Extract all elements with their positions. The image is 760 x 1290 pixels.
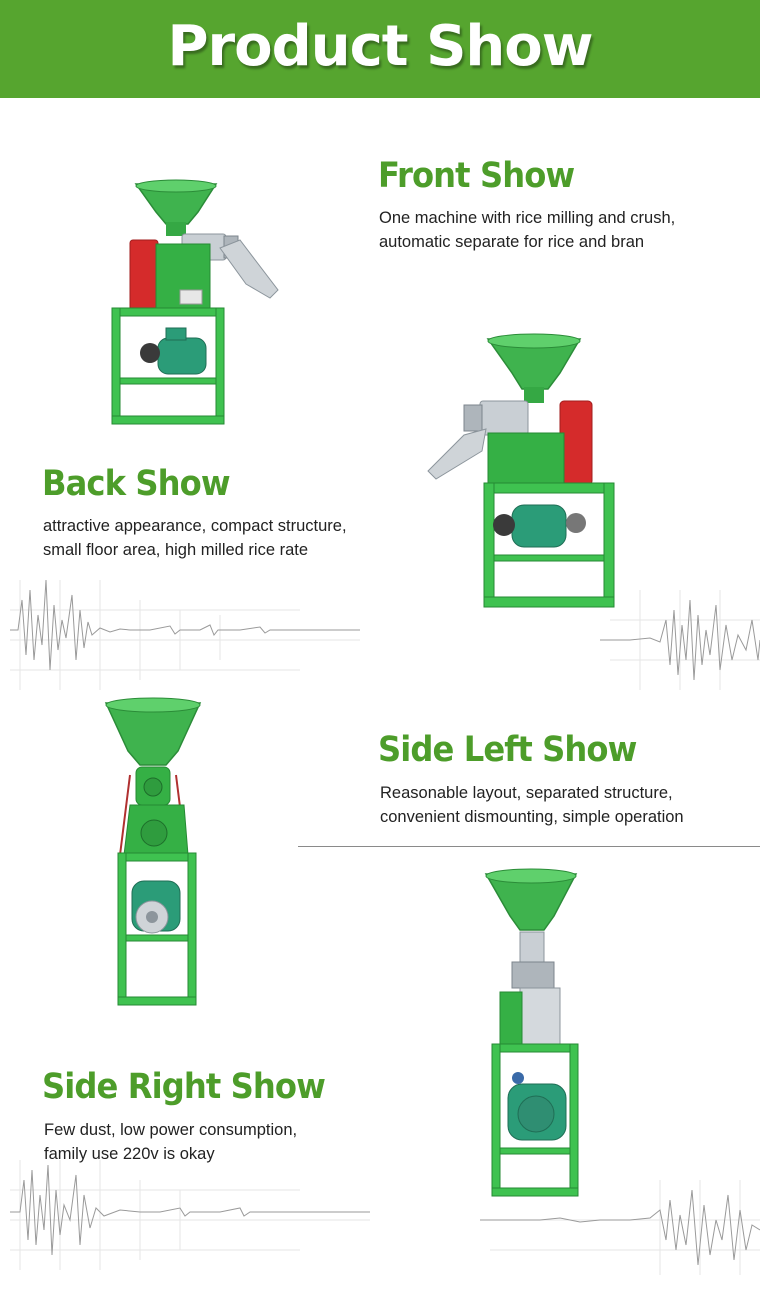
desc-line: family use 220v is okay — [44, 1145, 215, 1163]
header-banner: Product Show — [0, 0, 760, 98]
machine-side-right-image — [484, 868, 579, 1197]
waveform-decoration-right-bottom — [480, 1180, 760, 1275]
section-title-side-right: Side Right Show — [42, 1067, 326, 1107]
section-desc-side-left: Reasonable layout, separated structure, … — [380, 781, 684, 829]
desc-line: automatic separate for rice and bran — [379, 233, 645, 251]
section-desc-front: One machine with rice milling and crush,… — [379, 206, 675, 254]
waveform-decoration-left-bottom — [10, 1160, 370, 1270]
page-title: Product Show — [167, 14, 594, 79]
machine-side-left-image — [104, 697, 202, 1006]
desc-line: One machine with rice milling and crush, — [379, 209, 676, 227]
divider-line — [298, 846, 760, 847]
desc-line: small floor area, high milled rice rate — [43, 541, 309, 559]
section-desc-back: attractive appearance, compact structure… — [43, 514, 347, 562]
machine-front-image — [111, 179, 279, 425]
machine-back-image — [427, 333, 615, 608]
section-title-front: Front Show — [378, 156, 575, 196]
section-title-back: Back Show — [42, 464, 231, 504]
waveform-decoration-right-top — [600, 590, 760, 690]
desc-line: attractive appearance, compact structure… — [43, 517, 347, 535]
desc-line: convenient dismounting, simple operation — [380, 808, 684, 826]
waveform-decoration-left-top — [10, 579, 360, 690]
desc-line: Reasonable layout, separated structure, — [380, 784, 673, 802]
section-desc-side-right: Few dust, low power consumption, family … — [44, 1118, 297, 1166]
section-title-side-left: Side Left Show — [378, 730, 637, 770]
desc-line: Few dust, low power consumption, — [44, 1121, 298, 1139]
